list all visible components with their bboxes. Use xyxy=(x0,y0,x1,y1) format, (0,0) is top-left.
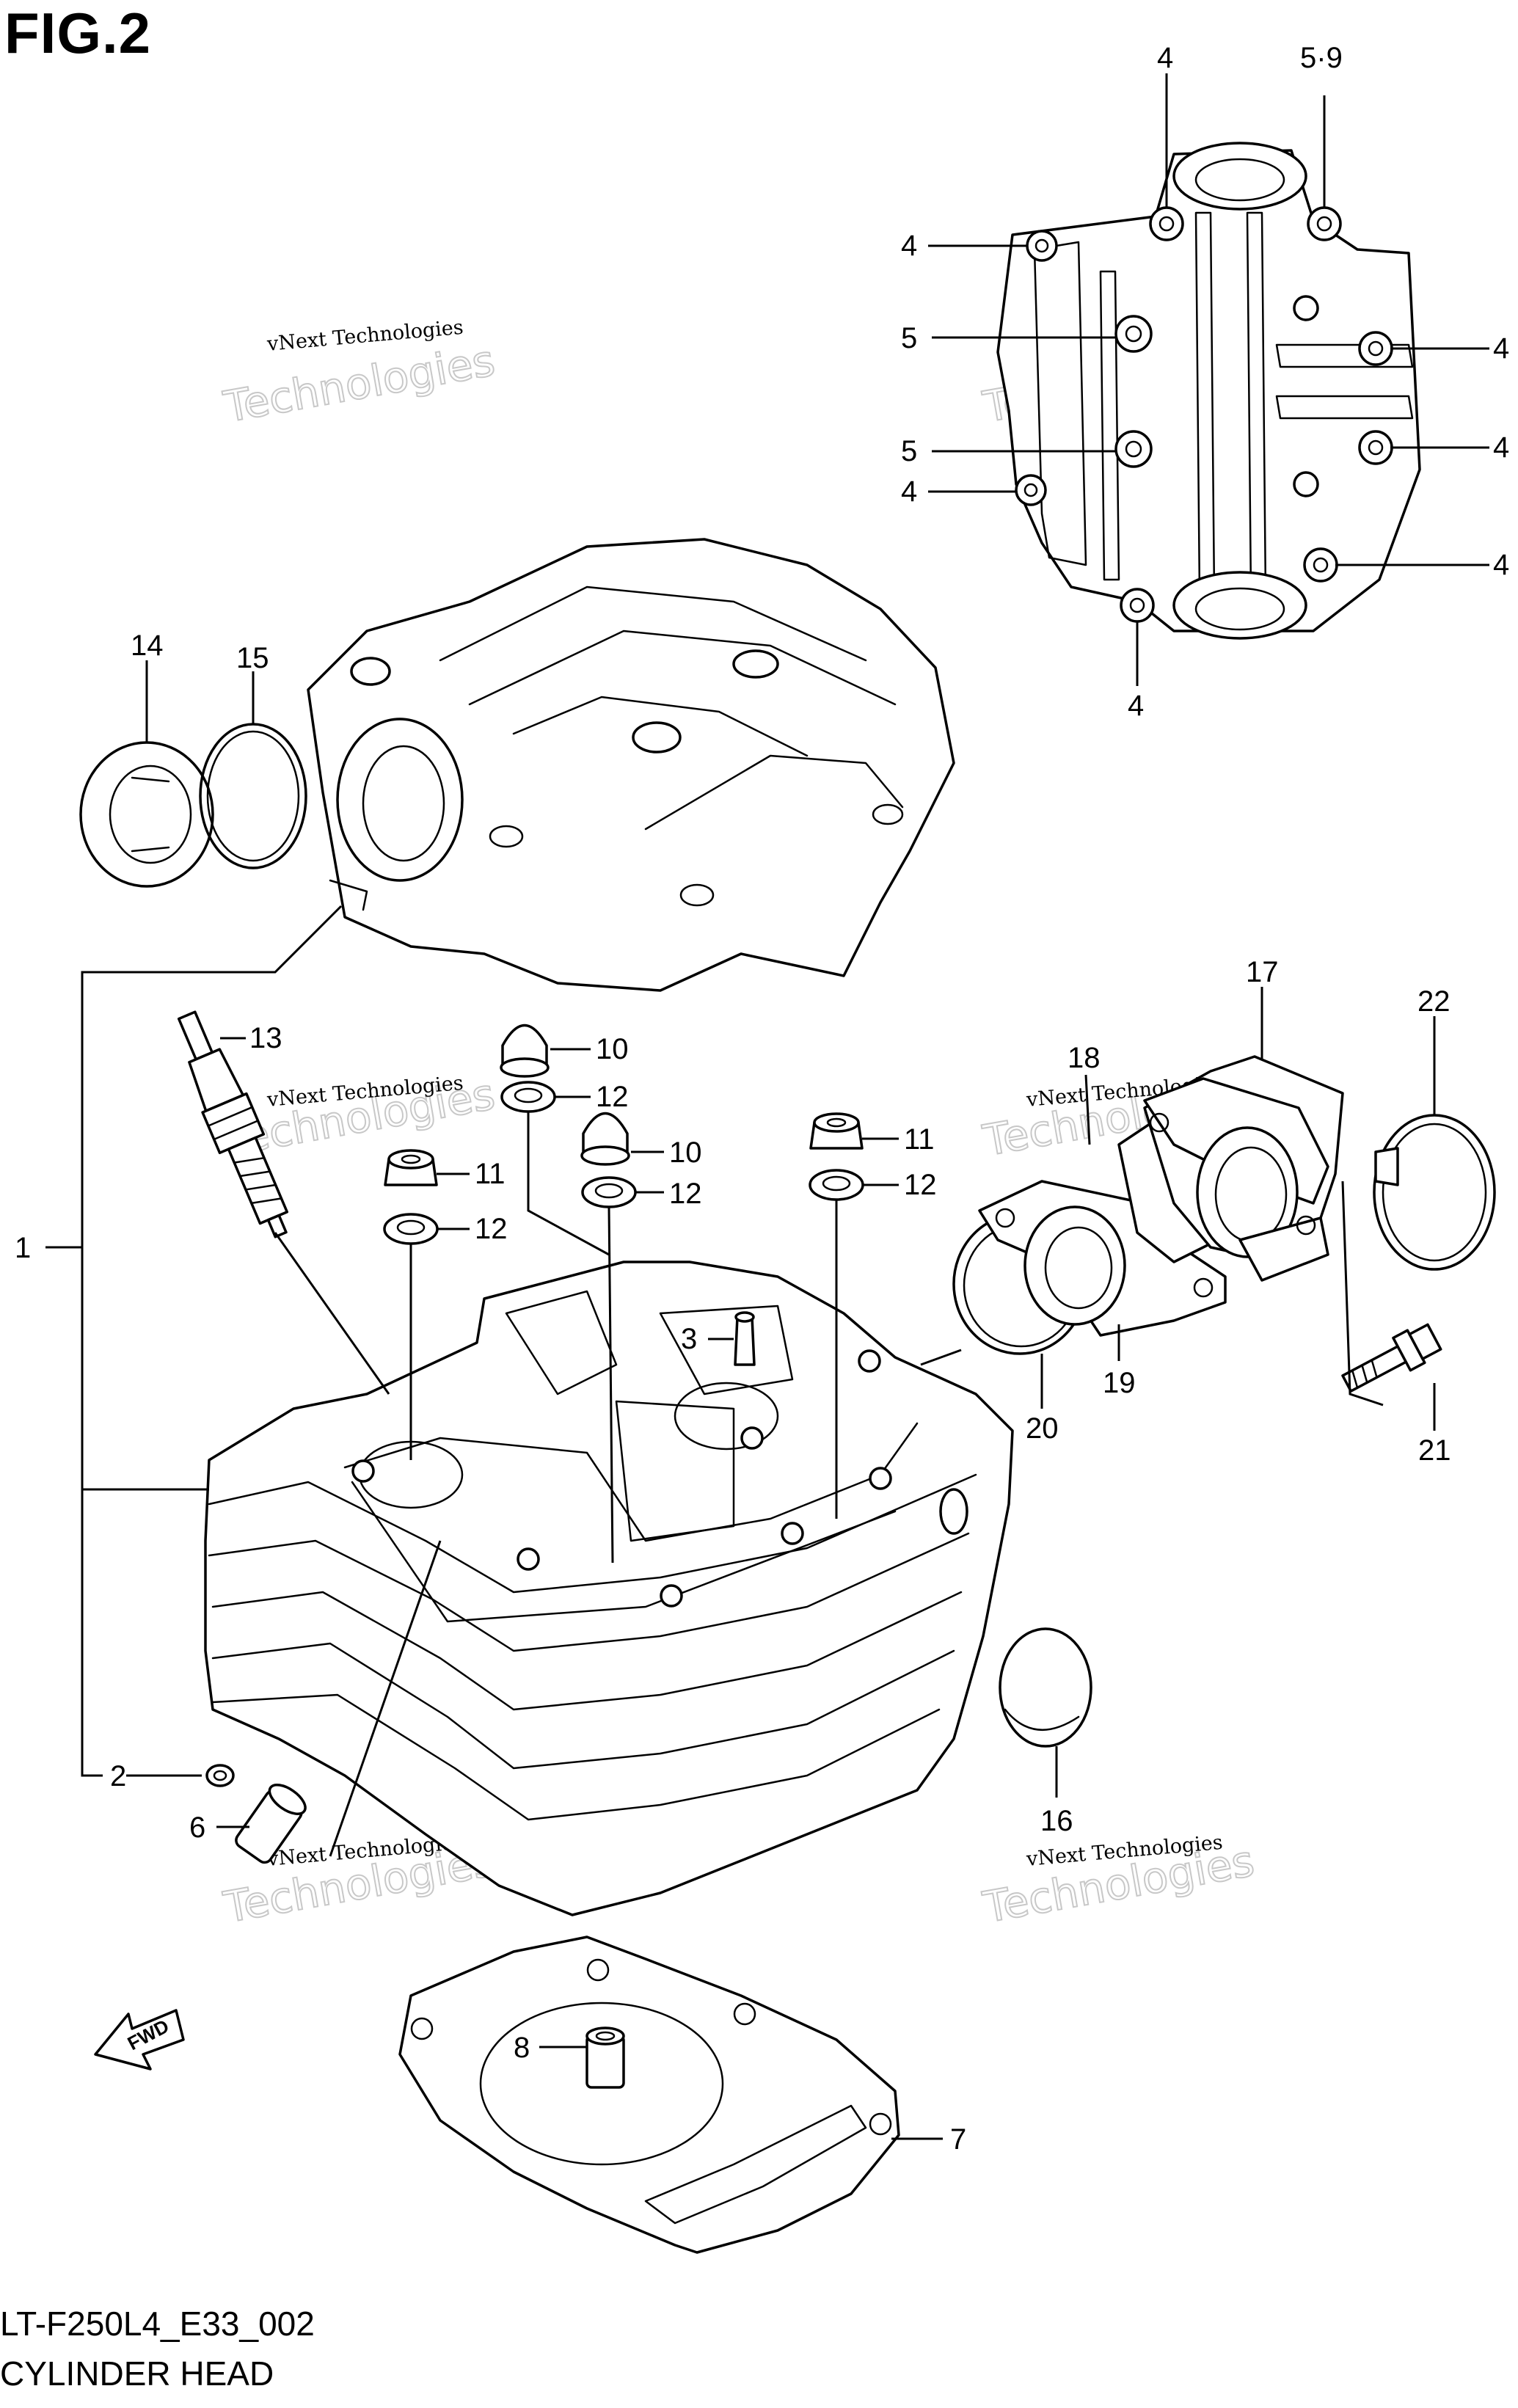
cap-nut-10-a xyxy=(500,1024,550,1078)
callout-6: 6 xyxy=(189,1812,205,1844)
spark-plug-13 xyxy=(177,1010,289,1238)
pipe-6 xyxy=(235,1783,307,1864)
callout-5-9: 5·9 xyxy=(1300,42,1343,74)
callout-12: 12 xyxy=(669,1178,702,1210)
o-ring-15 xyxy=(199,723,307,869)
callout-15: 15 xyxy=(236,642,269,674)
callout-4: 4 xyxy=(1493,549,1509,581)
callout-4: 4 xyxy=(1157,42,1173,74)
spacer-19 xyxy=(978,1180,1227,1337)
callout-16: 16 xyxy=(1040,1805,1073,1837)
oil-seal-14 xyxy=(79,741,214,888)
washer-12-a xyxy=(500,1081,556,1113)
callout-21: 21 xyxy=(1418,1434,1451,1467)
head-cover-bottom-view xyxy=(996,142,1421,640)
washer-12-b xyxy=(581,1176,637,1208)
bolt-21 xyxy=(1341,1323,1442,1393)
washer-12-c xyxy=(383,1213,439,1245)
callout-18: 18 xyxy=(1068,1042,1101,1074)
callout-2: 2 xyxy=(110,1760,126,1792)
callout-5: 5 xyxy=(901,435,917,467)
callout-17: 17 xyxy=(1246,956,1279,988)
dowel-8 xyxy=(585,2026,625,2089)
figure-name: CYLINDER HEAD xyxy=(0,2354,274,2393)
callout-10: 10 xyxy=(669,1136,702,1169)
callout-11: 11 xyxy=(904,1123,935,1156)
figure-title: FIG.2 xyxy=(4,1,152,65)
pin-2 xyxy=(205,1764,235,1787)
callout-4: 4 xyxy=(901,230,917,262)
leader-lines xyxy=(45,73,1489,2140)
plug-16 xyxy=(999,1627,1092,1748)
callout-4: 4 xyxy=(1128,690,1144,722)
callout-19: 19 xyxy=(1103,1367,1136,1399)
callout-3: 3 xyxy=(681,1323,697,1355)
watermark-large: Technologies xyxy=(220,335,499,432)
gasket-7 xyxy=(398,1935,900,2254)
intake-pipe-17 xyxy=(1143,1055,1344,1282)
cap-nut-10-b xyxy=(580,1112,630,1166)
head-cover-perspective xyxy=(307,538,955,992)
callout-14: 14 xyxy=(131,630,164,662)
callout-22: 22 xyxy=(1417,985,1451,1018)
callout-13: 13 xyxy=(249,1022,282,1054)
callout-20: 20 xyxy=(1026,1412,1059,1445)
clamp-22 xyxy=(1373,1114,1496,1271)
callout-1: 1 xyxy=(15,1232,31,1264)
callout-10: 10 xyxy=(596,1033,629,1065)
figure-code: LT-F250L4_E33_002 xyxy=(0,2305,315,2343)
callout-4: 4 xyxy=(1493,431,1509,464)
washer-12-d xyxy=(809,1169,864,1201)
callout-12: 12 xyxy=(904,1169,937,1201)
callout-4: 4 xyxy=(1493,332,1509,365)
callout-labels: 4 5·9 4 5 5 4 4 4 4 4 14 15 1 13 10 12 1… xyxy=(15,42,1509,2156)
callout-11: 11 xyxy=(475,1158,506,1190)
callout-7: 7 xyxy=(950,2123,966,2156)
fwd-arrow: FWD xyxy=(94,2009,185,2070)
cylinder-head-1 xyxy=(204,1260,1014,1916)
callout-8: 8 xyxy=(514,2032,530,2064)
callout-5: 5 xyxy=(901,322,917,354)
nut-11-b xyxy=(809,1112,864,1150)
callout-12: 12 xyxy=(596,1081,629,1113)
callout-12: 12 xyxy=(475,1213,508,1245)
nut-11-a xyxy=(384,1149,438,1186)
callout-4: 4 xyxy=(901,475,917,508)
